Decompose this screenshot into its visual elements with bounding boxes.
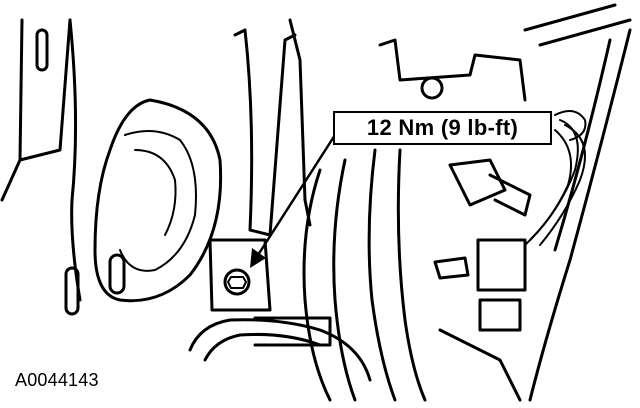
oval-cutout-outer xyxy=(93,98,223,303)
wire-bundle-3 xyxy=(524,129,572,246)
tube-center-4 xyxy=(396,148,427,402)
panel-slot-top xyxy=(35,28,49,72)
lower-clip xyxy=(433,256,470,280)
oval-cutout-inner xyxy=(119,130,197,272)
tube-center-1 xyxy=(302,168,332,402)
tube-center-3 xyxy=(367,148,397,402)
right-panel-top xyxy=(523,3,632,47)
torque-callout-label: 12 Nm (9 lb-ft) xyxy=(366,115,519,140)
sensor-connector xyxy=(488,173,532,217)
hose-left xyxy=(188,318,372,382)
bracket-flange xyxy=(288,18,312,227)
bracket-lower xyxy=(253,316,332,347)
lower-box xyxy=(476,238,527,292)
lower-hose-right xyxy=(438,328,522,402)
left-panel-outline xyxy=(0,18,72,202)
right-panel-inner xyxy=(553,38,612,252)
upper-fastener xyxy=(420,76,444,100)
tube-center-2 xyxy=(332,158,357,402)
bolt-head xyxy=(223,268,251,296)
figure-id: A0044143 xyxy=(15,370,99,390)
right-panel-edge xyxy=(528,28,632,402)
callout-leader-line xyxy=(256,134,337,256)
wire-loop xyxy=(554,110,587,141)
torque-callout: 12 Nm (9 lb-ft) xyxy=(333,111,552,145)
oval-cutout-inner-2 xyxy=(134,149,177,236)
hose-left-2 xyxy=(203,332,322,362)
vertical-bracket xyxy=(233,28,297,237)
callout-arrowhead xyxy=(250,248,266,268)
sensor-body xyxy=(448,158,507,207)
mounting-plate xyxy=(208,238,272,312)
lower-box-2 xyxy=(478,298,522,332)
left-panel-edge xyxy=(68,18,82,302)
bolt-hex xyxy=(227,276,247,289)
upper-bracket xyxy=(378,38,527,102)
small-slot xyxy=(108,253,126,295)
